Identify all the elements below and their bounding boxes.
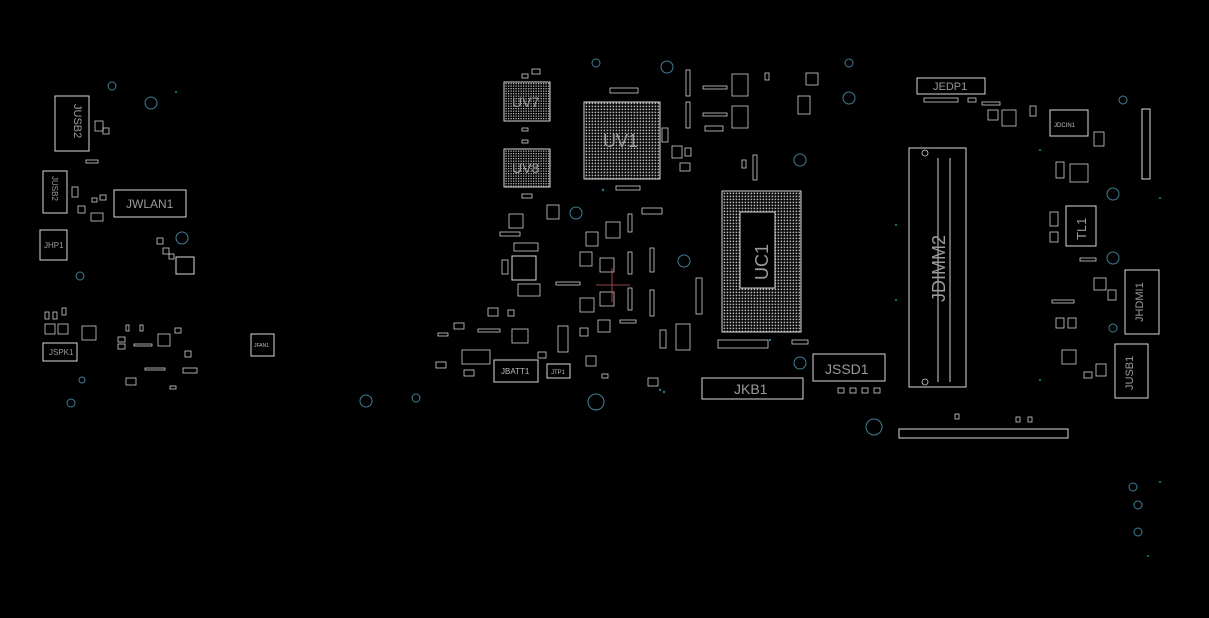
jusb2-label: JUSB2 [71,104,83,138]
mounting-hole [78,376,86,384]
jusb2-secondary-label: JUSB2 [50,176,59,201]
jhdmi1-connector[interactable] [1124,269,1160,335]
jusb1-label: JUSB1 [1124,356,1136,390]
mounting-hole [842,91,856,105]
mounting-hole [793,356,807,370]
jkb1-label: JKB1 [734,381,768,397]
uv8-vram-chip[interactable] [503,148,551,188]
jtp1-label: JTP1 [551,370,566,376]
gpu-section: UV7 UV8 UV1 [435,68,819,400]
mounting-hole [107,81,117,91]
jbatt1-label: JBATT1 [501,367,530,376]
right-edge-connector[interactable] [1141,108,1151,180]
uv1-label: UV1 [603,131,638,151]
jhp1-connector[interactable] [39,229,68,261]
mounting-hole [677,254,691,268]
jwlan1-connector[interactable] [113,189,187,218]
mounting-hole [1133,500,1143,510]
via-dots [175,91,1161,557]
left-io-section: JUSB2 JUSB2 JWLAN1 JHP1 JSPK1 [39,95,275,390]
jdimm2-memory-slot[interactable] [908,147,967,388]
jhdmi1-label: JHDMI1 [1134,282,1146,322]
mounting-hole [75,271,85,281]
jusb2-secondary-connector[interactable] [42,170,68,214]
jedp1-connector[interactable] [916,77,986,95]
jssd1-connector[interactable] [812,353,886,382]
mounting-hole [359,394,373,408]
jdcin1-connector[interactable] [1049,109,1089,137]
jdcin1-label: JDCIN1 [1054,123,1076,129]
mounting-hole [587,393,605,411]
bottom-edge-connector[interactable] [898,428,1069,439]
mounting-hole [1106,251,1120,265]
mounting-hole [1108,323,1118,333]
jtp1-connector[interactable] [546,363,571,379]
uv7-label: UV7 [512,94,539,110]
mounting-hole [1118,95,1128,105]
cpu-section: UC1 [717,190,809,349]
jfan1-connector[interactable] [250,333,275,357]
mounting-hole [144,96,158,110]
jspk1-label: JSPK1 [49,348,74,357]
jusb1-connector[interactable] [1114,343,1149,399]
jedp1-label: JEDP1 [933,81,967,93]
tl1-transformer[interactable] [1065,205,1097,247]
mounting-hole [411,393,421,403]
uv1-gpu-chip[interactable] [583,101,661,180]
mounting-hole [865,418,883,436]
mounting-hole [591,58,601,68]
mounting-hole [1128,482,1138,492]
jwlan1-label: JWLAN1 [126,197,174,211]
uv7-vram-chip[interactable] [503,81,551,122]
mounting-hole [569,206,583,220]
tl1-label: TL1 [1074,218,1089,240]
mounting-hole [660,60,674,74]
jfan1-label: JFAN1 [254,343,269,349]
mounting-hole [66,398,76,408]
jbatt1-connector[interactable] [493,359,539,383]
mounting-hole [844,58,854,68]
uv8-label: UV8 [512,160,539,176]
uc1-label: UC1 [752,244,772,280]
jhp1-label: JHP1 [44,241,64,250]
mounting-hole [1106,187,1120,201]
jspk1-connector[interactable] [42,342,78,362]
mounting-holes [66,58,1143,537]
mounting-hole [1133,527,1143,537]
right-io-section: JEDP1 JDIMM2 JSSD1 JDCIN1 TL1 [812,77,1160,439]
mounting-hole [793,153,807,167]
jusb2-connector[interactable] [54,95,90,152]
jkb1-connector[interactable] [701,377,804,400]
jdimm2-label: JDIMM2 [929,235,949,302]
mounting-hole [175,231,189,245]
jssd1-label: JSSD1 [825,361,869,377]
